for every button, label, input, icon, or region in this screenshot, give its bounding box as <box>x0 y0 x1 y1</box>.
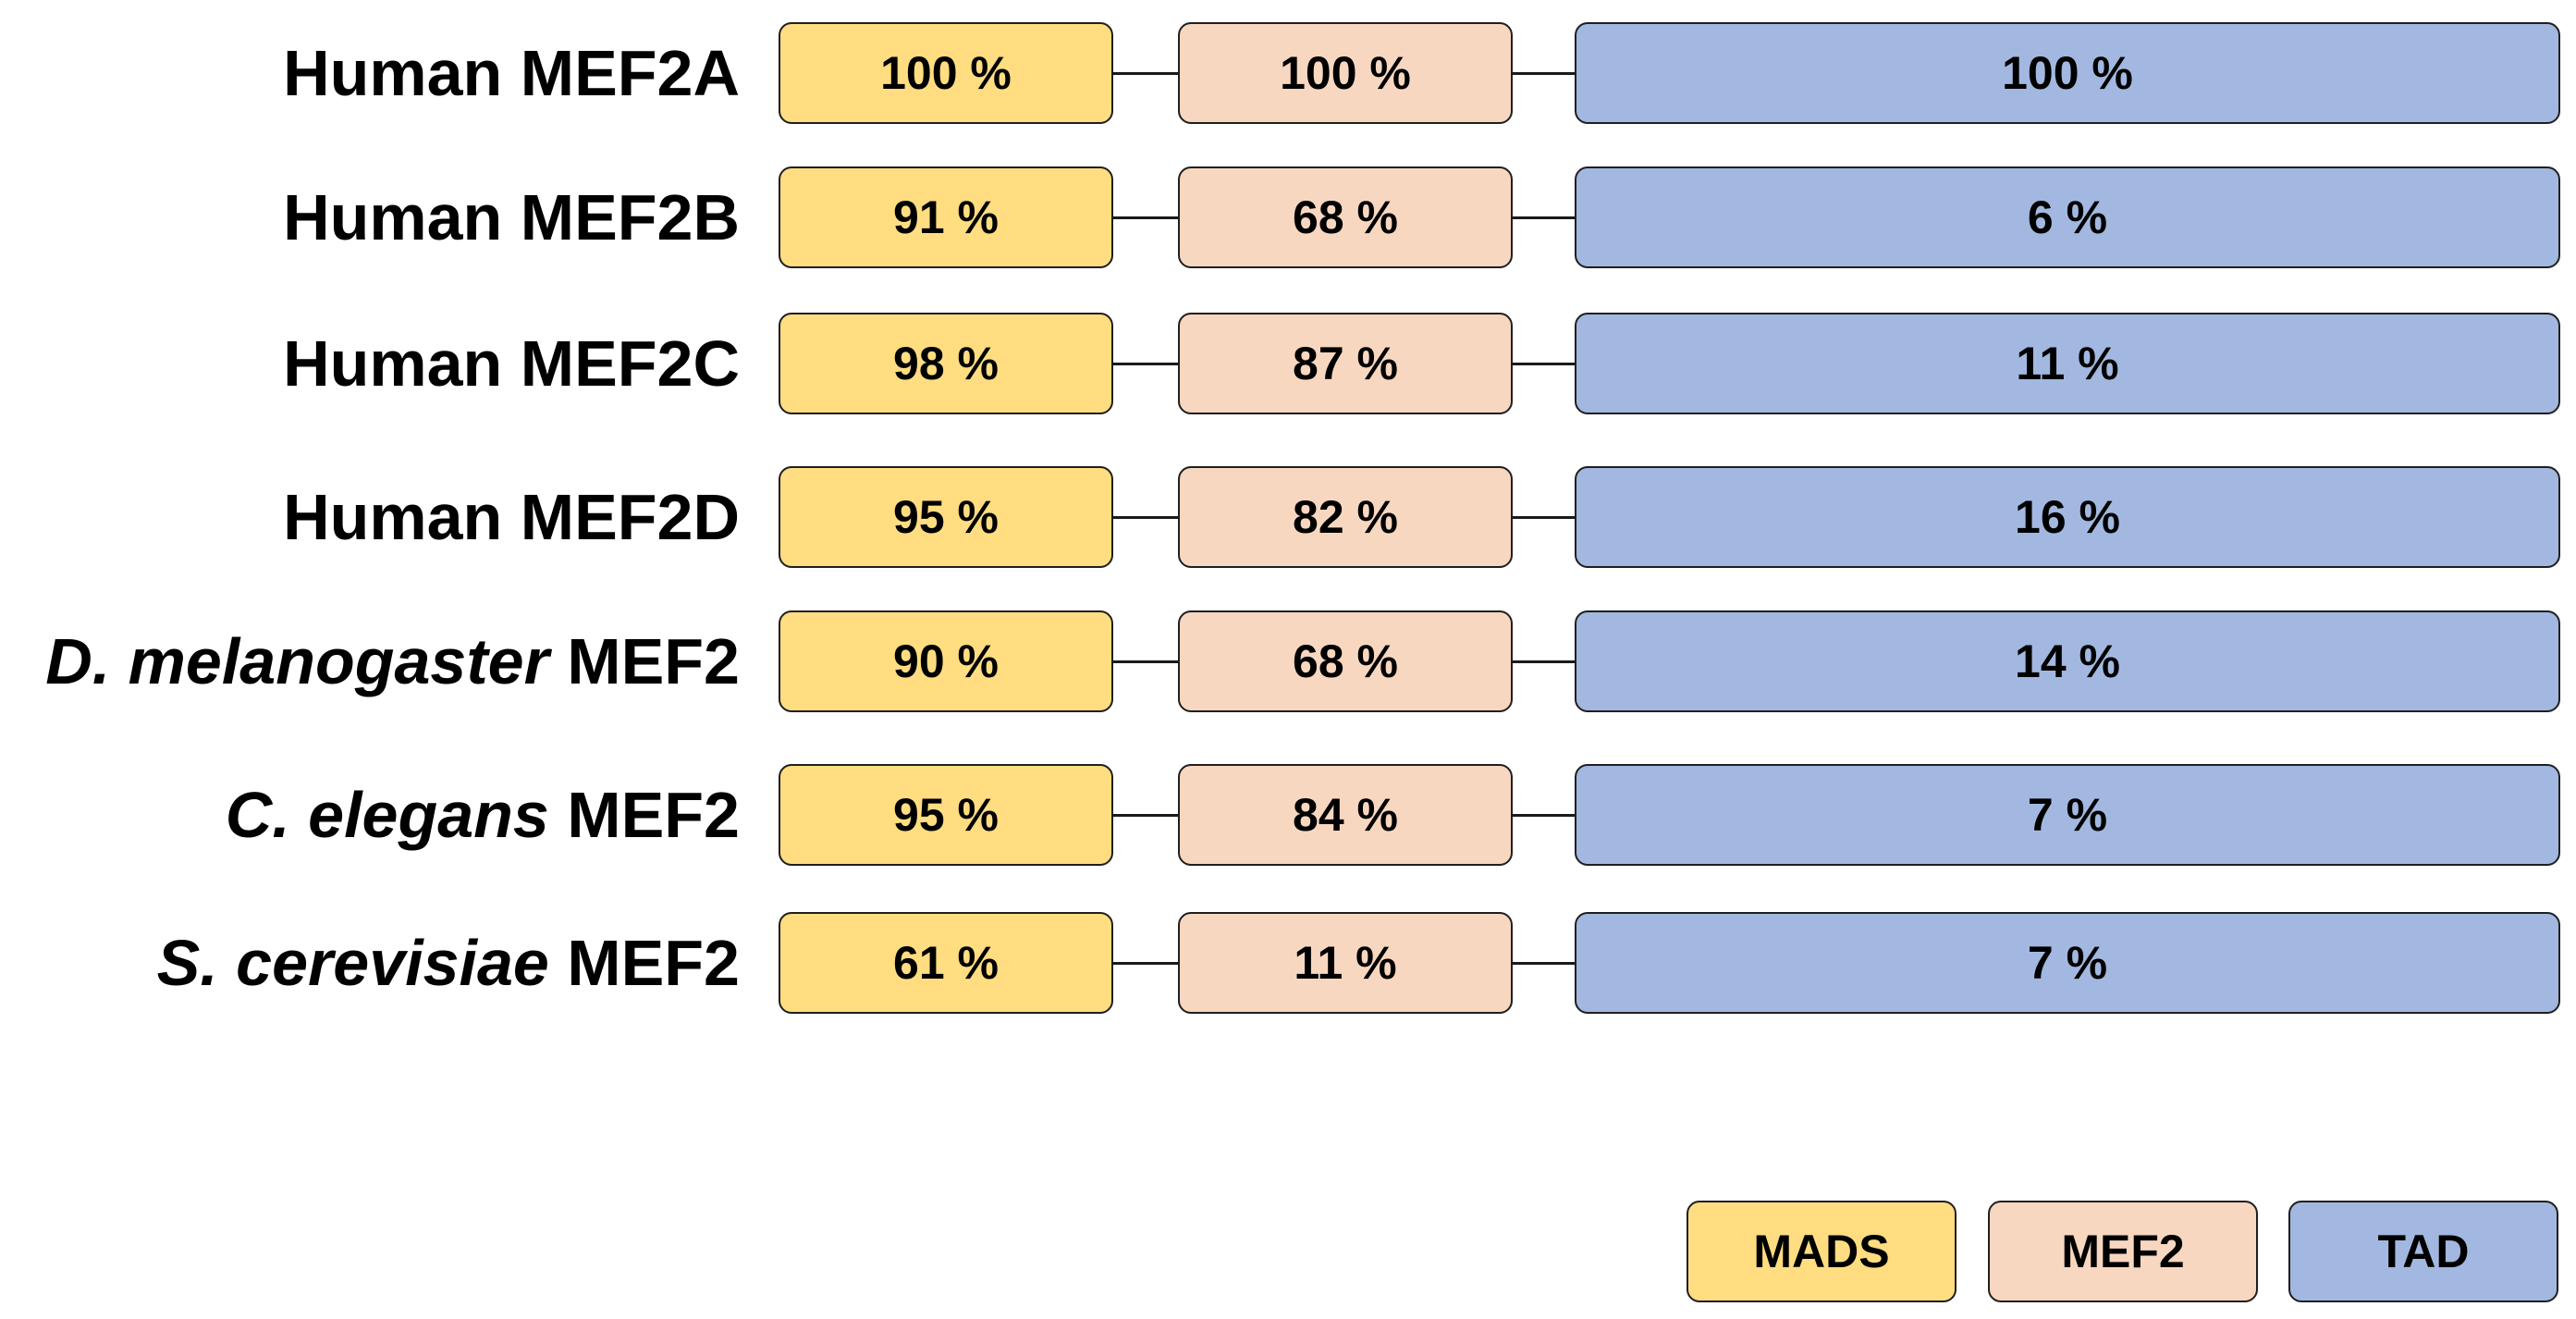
mef2-domain-box: 68 % <box>1178 610 1513 712</box>
tad-domain-box: 14 % <box>1575 610 2560 712</box>
species-name: C. elegans <box>225 779 549 851</box>
mef2-domain-box: 11 % <box>1178 912 1513 1014</box>
mef2-domain-box: 84 % <box>1178 764 1513 866</box>
linker-line <box>1111 814 1178 817</box>
protein-label: Human MEF2A <box>0 22 740 124</box>
linker-line <box>1511 363 1575 365</box>
linker-line <box>1511 814 1575 817</box>
protein-name: MEF2 <box>567 779 740 851</box>
linker-line <box>1111 363 1178 365</box>
linker-line <box>1111 216 1178 219</box>
mads-domain-box: 91 % <box>779 166 1113 268</box>
legend-tad: TAD <box>2288 1201 2558 1302</box>
species-name: D. melanogaster <box>45 625 549 697</box>
protein-name: MEF2 <box>567 625 740 697</box>
species-name: S. cerevisiae <box>156 927 549 999</box>
protein-name: Human MEF2C <box>283 327 740 400</box>
protein-label: C. elegans MEF2 <box>0 764 740 866</box>
protein-row: Human MEF2A 100 % 100 % 100 % <box>0 22 2576 124</box>
protein-name: Human MEF2D <box>283 481 740 553</box>
mads-domain-box: 98 % <box>779 313 1113 414</box>
protein-name: MEF2 <box>567 927 740 999</box>
protein-row: D. melanogaster MEF2 90 % 68 % 14 % <box>0 610 2576 712</box>
mads-domain-box: 100 % <box>779 22 1113 124</box>
tad-domain-box: 16 % <box>1575 466 2560 568</box>
mads-domain-box: 95 % <box>779 466 1113 568</box>
linker-line <box>1111 962 1178 965</box>
protein-label: Human MEF2C <box>0 313 740 414</box>
linker-line <box>1511 516 1575 519</box>
protein-label: Human MEF2D <box>0 466 740 568</box>
linker-line <box>1511 72 1575 75</box>
mads-domain-box: 90 % <box>779 610 1113 712</box>
mef2-domain-box: 87 % <box>1178 313 1513 414</box>
mef2-domain-box: 82 % <box>1178 466 1513 568</box>
linker-line <box>1511 962 1575 965</box>
tad-domain-box: 7 % <box>1575 912 2560 1014</box>
tad-domain-box: 7 % <box>1575 764 2560 866</box>
protein-label: S. cerevisiae MEF2 <box>0 912 740 1014</box>
protein-label: D. melanogaster MEF2 <box>0 610 740 712</box>
linker-line <box>1511 660 1575 663</box>
protein-row: S. cerevisiae MEF2 61 % 11 % 7 % <box>0 912 2576 1014</box>
protein-label: Human MEF2B <box>0 166 740 268</box>
legend-mads: MADS <box>1687 1201 1957 1302</box>
protein-name: Human MEF2B <box>283 181 740 253</box>
linker-line <box>1111 516 1178 519</box>
tad-domain-box: 11 % <box>1575 313 2560 414</box>
linker-line <box>1511 216 1575 219</box>
tad-domain-box: 6 % <box>1575 166 2560 268</box>
mef2-domain-box: 100 % <box>1178 22 1513 124</box>
legend-mef2: MEF2 <box>1988 1201 2258 1302</box>
linker-line <box>1111 72 1178 75</box>
mads-domain-box: 61 % <box>779 912 1113 1014</box>
protein-row: Human MEF2D 95 % 82 % 16 % <box>0 466 2576 568</box>
protein-row: C. elegans MEF2 95 % 84 % 7 % <box>0 764 2576 866</box>
mef2-domain-box: 68 % <box>1178 166 1513 268</box>
linker-line <box>1111 660 1178 663</box>
protein-name: Human MEF2A <box>283 37 740 109</box>
mads-domain-box: 95 % <box>779 764 1113 866</box>
protein-row: Human MEF2B 91 % 68 % 6 % <box>0 166 2576 268</box>
protein-row: Human MEF2C 98 % 87 % 11 % <box>0 313 2576 414</box>
tad-domain-box: 100 % <box>1575 22 2560 124</box>
